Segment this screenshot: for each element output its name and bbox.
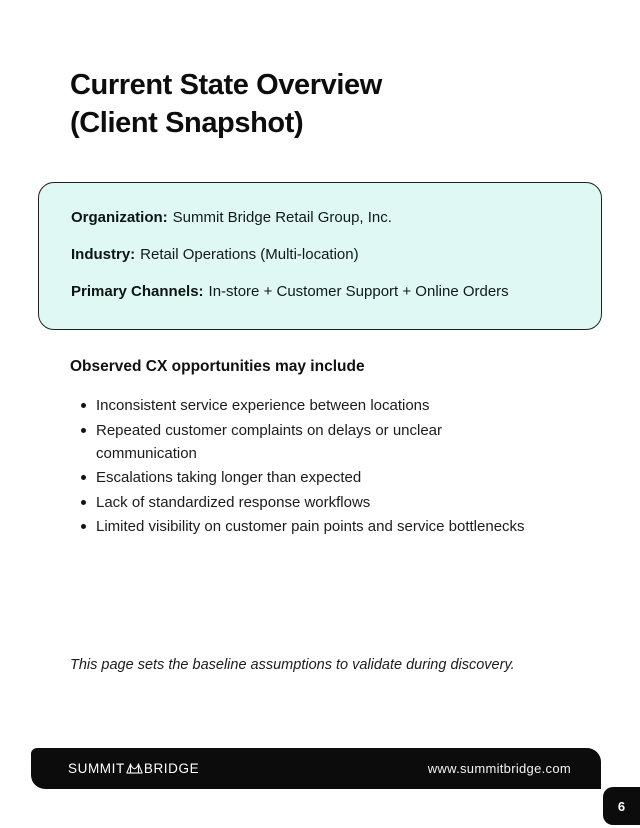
brand-text-right: BRIDGE xyxy=(143,761,200,776)
brand-logo: SUMMIT BRIDGE xyxy=(68,761,199,776)
field-value: Retail Operations (Multi-location) xyxy=(140,246,359,263)
list-item: Repeated customer complaints on delays o… xyxy=(70,419,536,465)
page-title-line-2: (Client Snapshot) xyxy=(70,107,304,139)
list-item: Inconsistent service experience between … xyxy=(70,394,536,417)
client-snapshot-card: Organization:Summit Bridge Retail Group,… xyxy=(38,182,602,330)
field-label: Primary Channels: xyxy=(71,283,204,300)
industry-field: Industry:Retail Operations (Multi-locati… xyxy=(71,247,569,263)
page-number: 6 xyxy=(617,798,626,814)
brand-text-left: SUMMIT xyxy=(68,761,125,776)
list-item: Lack of standardized response workflows xyxy=(70,491,536,514)
list-item: Limited visibility on customer pain poin… xyxy=(70,515,536,538)
baseline-note: This page sets the baseline assumptions … xyxy=(70,657,515,673)
field-value: Summit Bridge Retail Group, Inc. xyxy=(172,209,392,226)
opportunities-list: Inconsistent service experience between … xyxy=(70,394,540,540)
field-value: In-store + Customer Support + Online Ord… xyxy=(208,283,509,300)
page-title: Current State Overview (Client Snapshot) xyxy=(70,66,382,142)
website-link[interactable]: www.summitbridge.com xyxy=(427,761,571,776)
footer-bar: SUMMIT BRIDGE www.summitbridge.com xyxy=(31,748,601,789)
page-number-badge: 6 xyxy=(603,787,640,825)
section-heading: Observed CX opportunities may include xyxy=(70,358,365,375)
field-label: Industry: xyxy=(71,246,136,263)
organization-field: Organization:Summit Bridge Retail Group,… xyxy=(71,210,569,226)
primary-channels-field: Primary Channels:In-store + Customer Sup… xyxy=(71,284,569,300)
field-label: Organization: xyxy=(71,209,168,226)
list-item: Escalations taking longer than expected xyxy=(70,466,536,489)
bridge-icon xyxy=(126,762,143,775)
page-title-line-1: Current State Overview xyxy=(70,69,382,101)
